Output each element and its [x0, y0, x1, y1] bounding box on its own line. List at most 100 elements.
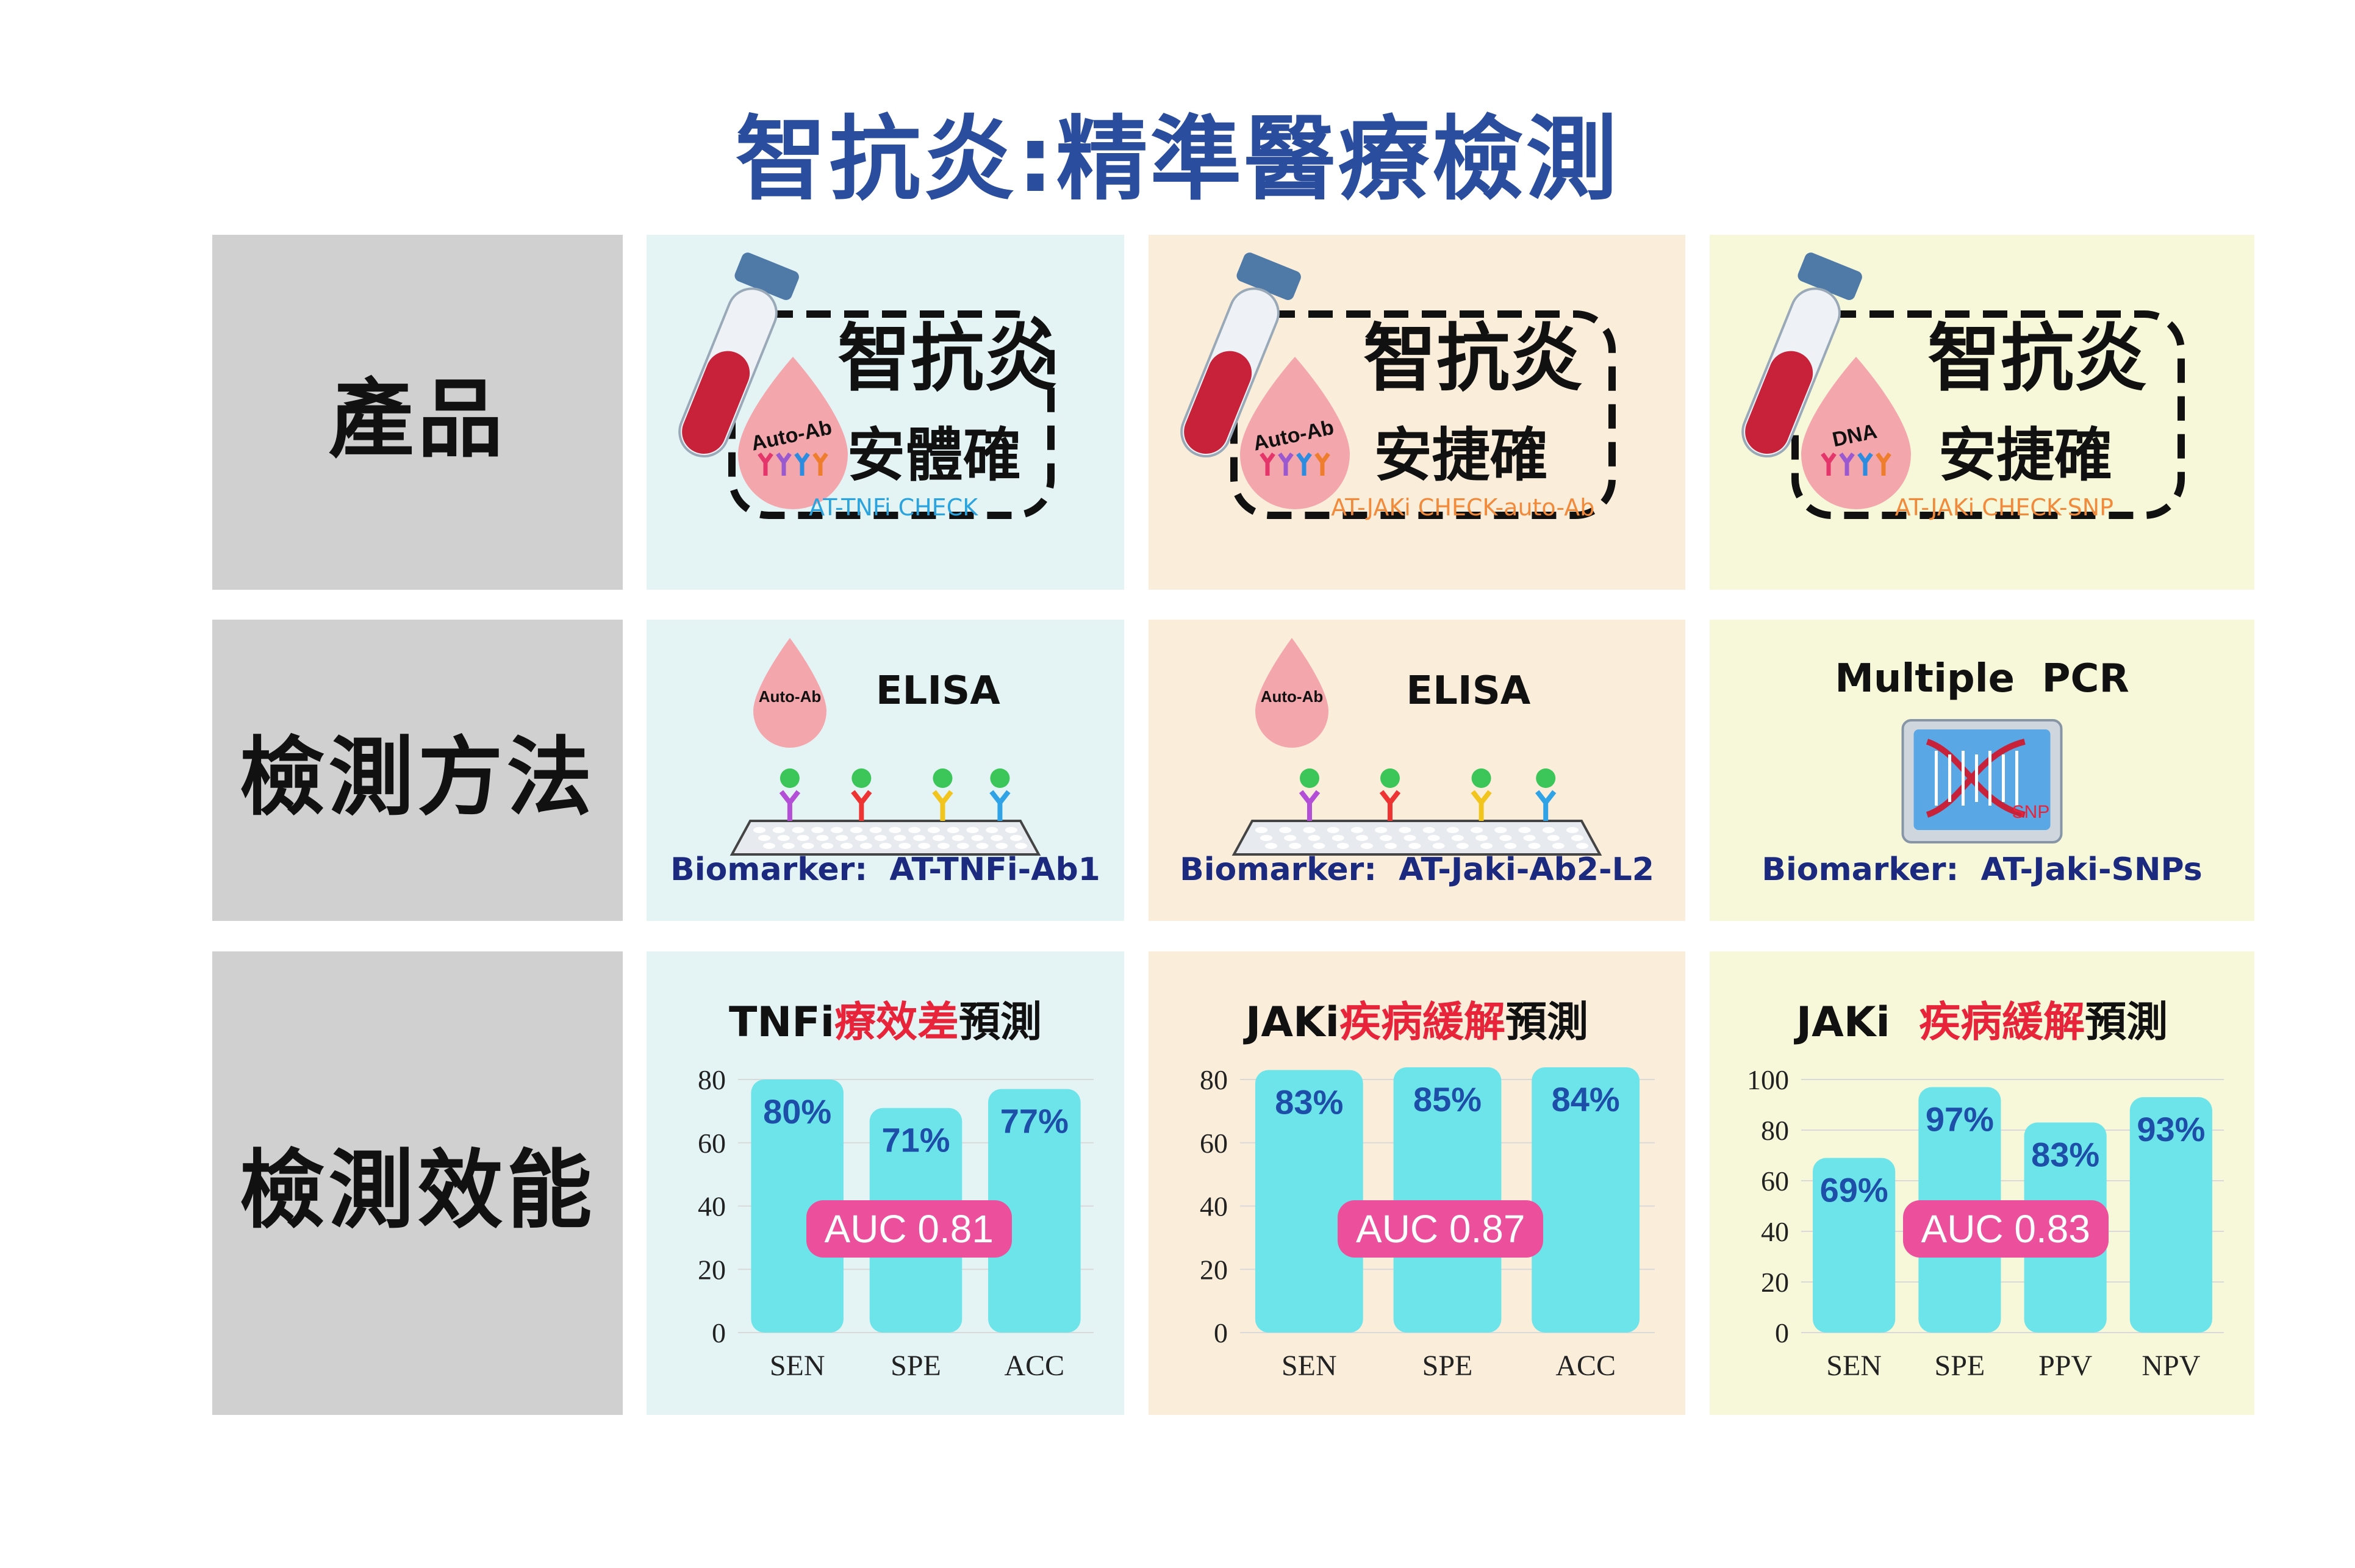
y-tick-label: 20 [1200, 1254, 1228, 1285]
antibody-icon [1839, 452, 1855, 476]
product-code: AT-TNFi CHECK [809, 494, 978, 521]
antibody-icon [1296, 452, 1312, 476]
bar-value-label: 85% [1413, 1080, 1482, 1119]
antibody-icon [1876, 452, 1891, 476]
drop-label: Auto-Ab [1261, 687, 1324, 706]
antibody-antigen-icon [851, 768, 872, 821]
chart-title-highlight: 疾病緩解 [1919, 998, 2085, 1047]
y-tick-label: 60 [1761, 1165, 1789, 1197]
method-illustration: Auto-Ab [729, 638, 1041, 856]
product-illustration: Auto-Ab [678, 252, 1055, 519]
product-name-sub: 安捷確 [1374, 422, 1548, 489]
antibody-antigen-icon [932, 768, 953, 821]
x-tick-label: ACC [1555, 1350, 1616, 1382]
page-title: 智抗炎:精準醫療檢測 [735, 107, 1620, 213]
biomarker-label: Biomarker: AT-Jaki-SNPs [1762, 851, 2203, 888]
y-tick-label: 80 [698, 1064, 726, 1095]
auc-badge: AUC 0.81 [806, 1200, 1012, 1258]
chart-title-highlight: 療效差 [834, 998, 959, 1047]
antibody-icon [776, 452, 792, 476]
antibody-icon [1857, 452, 1873, 476]
bar-value-label: 83% [2031, 1136, 2099, 1174]
antibody-icon [1821, 452, 1837, 476]
method-name: Multiple PCR [1835, 656, 2129, 701]
chart-title-suffix: 預測 [959, 998, 1042, 1047]
blood-tube-icon [678, 252, 799, 458]
bar [751, 1079, 844, 1333]
blood-tube-icon [1180, 252, 1301, 458]
y-tick-label: 40 [1200, 1191, 1228, 1222]
row-header-method: 檢測方法 [212, 620, 623, 921]
y-tick-label: 80 [1200, 1064, 1228, 1095]
y-tick-label: 40 [698, 1191, 726, 1222]
x-tick-label: NPV [2142, 1350, 2200, 1382]
x-tick-label: SEN [1826, 1350, 1882, 1382]
x-tick-label: ACC [1004, 1350, 1064, 1382]
blood-drop-icon [753, 638, 826, 748]
method-illustration: SNP [1901, 719, 2063, 843]
y-tick-label: 20 [698, 1254, 726, 1285]
y-tick-label: 0 [712, 1317, 726, 1348]
product-name-sub: 安體確 [847, 422, 1021, 489]
product-name-main: 智抗炎 [837, 317, 1058, 401]
x-tick-label: PPV [2038, 1350, 2092, 1382]
chart-title-prefix: JAKi [1796, 998, 1919, 1047]
y-tick-label: 0 [1775, 1317, 1789, 1348]
x-tick-label: SPE [1935, 1350, 1985, 1382]
bar [2129, 1097, 2212, 1333]
bar [988, 1089, 1081, 1333]
product-code: AT-JAKi CHECK-SNP [1894, 494, 2114, 521]
y-tick-label: 40 [1761, 1216, 1789, 1247]
elisa-plate-icon [1231, 820, 1602, 856]
x-tick-label: SEN [770, 1350, 825, 1382]
dashed-frame [1230, 310, 1616, 519]
method-name: ELISA [875, 668, 1000, 714]
biomarker-label: Biomarker: AT-Jaki-Ab2-L2 [1180, 851, 1654, 888]
y-tick-label: 60 [1200, 1128, 1228, 1159]
bar [1813, 1158, 1896, 1333]
y-tick-label: 0 [1214, 1317, 1228, 1348]
auc-badge: AUC 0.83 [1902, 1200, 2109, 1258]
chart-title: JAKi疾病緩解預測 [1149, 988, 1685, 1048]
bar-value-label: 93% [2137, 1110, 2205, 1148]
chart-title-suffix: 預測 [2085, 998, 2168, 1047]
chart-title-prefix: JAKi [1246, 998, 1339, 1047]
product-illustration: DNA [1741, 252, 2185, 519]
antibody-icon [1314, 452, 1330, 476]
snp-label: SNP [2012, 802, 2050, 822]
x-tick-label: SEN [1281, 1350, 1337, 1382]
product-code: AT-JAKi CHECK-auto-Ab [1331, 494, 1595, 521]
x-tick-label: SPE [1422, 1350, 1473, 1382]
antibody-icon [794, 452, 810, 476]
method-card-3: SNP Multiple PCR Biomarker: AT-Jaki-SNPs [1710, 620, 2254, 921]
method-illustration: Auto-Ab [1231, 638, 1602, 856]
antibody-antigen-icon [1471, 768, 1492, 821]
bar-value-label: 84% [1552, 1080, 1620, 1119]
product-illustration: Auto-Ab [1180, 252, 1616, 519]
method-card-1: Auto-Ab ELISA Biomarker: AT-TNFi-Ab1 [647, 620, 1124, 921]
antibody-antigen-icon [779, 768, 801, 821]
bar-value-label: 97% [1926, 1100, 1994, 1138]
antibody-antigen-icon [1379, 768, 1401, 821]
row-header-product-label: 產品 [328, 370, 507, 470]
dna-snp-icon [1901, 719, 2063, 843]
bar [1255, 1070, 1363, 1333]
drop-label: Auto-Ab [759, 687, 822, 706]
bar-value-label: 77% [1000, 1102, 1069, 1140]
chart-title: TNFi療效差預測 [647, 988, 1124, 1048]
antibody-icon [1260, 452, 1275, 476]
antibody-antigen-icon [1535, 768, 1557, 821]
biomarker-label: Biomarker: AT-TNFi-Ab1 [670, 851, 1100, 888]
antibody-icon [1278, 452, 1294, 476]
product-name-main: 智抗炎 [1363, 317, 1583, 401]
row-header-performance-label: 檢測效能 [239, 1141, 596, 1240]
